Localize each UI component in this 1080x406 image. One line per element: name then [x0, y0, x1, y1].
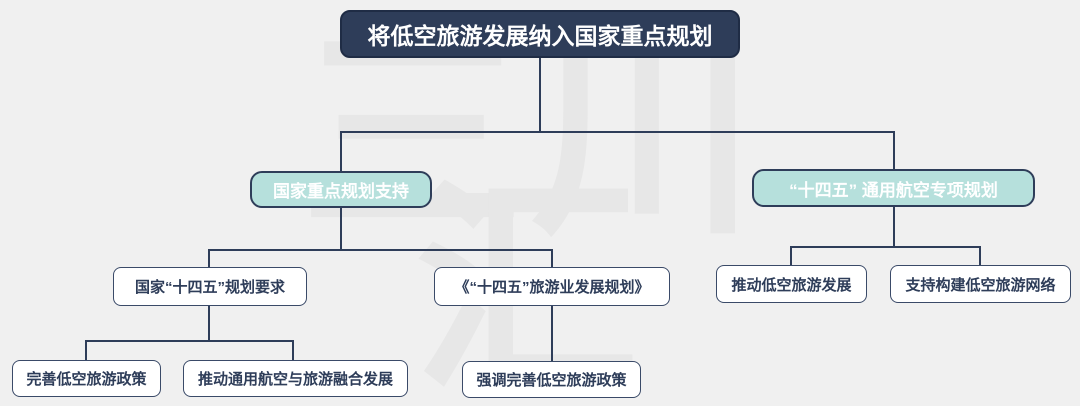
connector-drop-right-branch: [893, 131, 895, 170]
connector-level4-horizontal: [85, 340, 294, 342]
connector-drop-tourism-plan: [551, 249, 553, 268]
connector-drop-improve-policy: [85, 340, 87, 361]
branch-node-general-aviation-special-plan: “十四五” 通用航空专项规划: [752, 169, 1035, 207]
node-national-14th-five-year-plan-requirements: 国家“十四五”规划要求: [113, 267, 307, 306]
connector-right-branch-down: [893, 207, 895, 248]
node-promote-aviation-tourism-integration: 推动通用航空与旅游融合发展: [183, 360, 408, 397]
branch-node-national-key-plan-support: 国家重点规划支持: [250, 171, 432, 208]
node-improve-low-altitude-tourism-policy: 完善低空旅游政策: [12, 360, 161, 397]
connector-left-branch-down: [340, 208, 342, 251]
connector-drop-left-branch: [340, 131, 342, 172]
node-support-low-altitude-tourism-network: 支持构建低空旅游网络: [890, 265, 1071, 303]
connector-right-level3-horizontal: [790, 246, 981, 248]
connector-level2-horizontal: [340, 131, 895, 133]
connector-drop-promote-tourism: [790, 246, 792, 266]
connector-drop-national-plan: [208, 249, 210, 268]
connector-drop-support-network: [979, 246, 981, 266]
connector-tourism-plan-down: [551, 306, 553, 362]
node-tourism-development-plan: 《“十四五”旅游业发展规划》: [434, 267, 670, 306]
root-node: 将低空旅游发展纳入国家重点规划: [340, 10, 740, 58]
node-promote-low-altitude-tourism: 推动低空旅游发展: [716, 265, 867, 303]
connector-root-down: [539, 58, 541, 132]
node-emphasize-improve-policy: 强调完善低空旅游政策: [462, 361, 641, 398]
connector-drop-integration: [292, 340, 294, 361]
watermark-text-line1: 三川: [300, 8, 762, 260]
connector-left-level3-horizontal: [208, 249, 553, 251]
connector-national-plan-down: [208, 306, 210, 342]
